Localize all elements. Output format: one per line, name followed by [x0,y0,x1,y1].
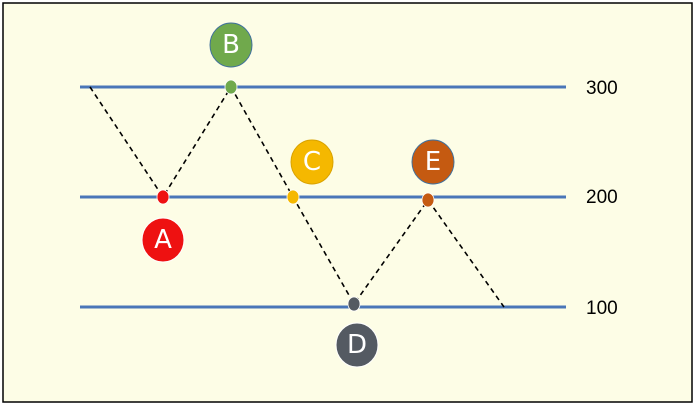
point-b-badge: B [209,22,253,68]
point-b-label: B [222,30,240,60]
point-a-badge: A [141,217,185,263]
level-label-300: 300 [586,78,618,99]
point-c-marker [286,189,300,205]
level-label-100: 100 [586,298,618,319]
level-label-200: 200 [586,187,618,208]
point-e-marker [421,192,435,208]
point-c-badge: C [290,139,334,185]
point-d-marker [347,296,361,312]
point-b-marker [224,79,238,95]
point-d-badge: D [335,322,379,368]
point-d-label: D [347,330,367,360]
point-c-label: C [303,147,321,177]
point-a-marker [156,189,170,205]
point-e-badge: E [411,139,455,185]
point-a-label: A [154,225,172,255]
point-e-label: E [425,147,441,177]
